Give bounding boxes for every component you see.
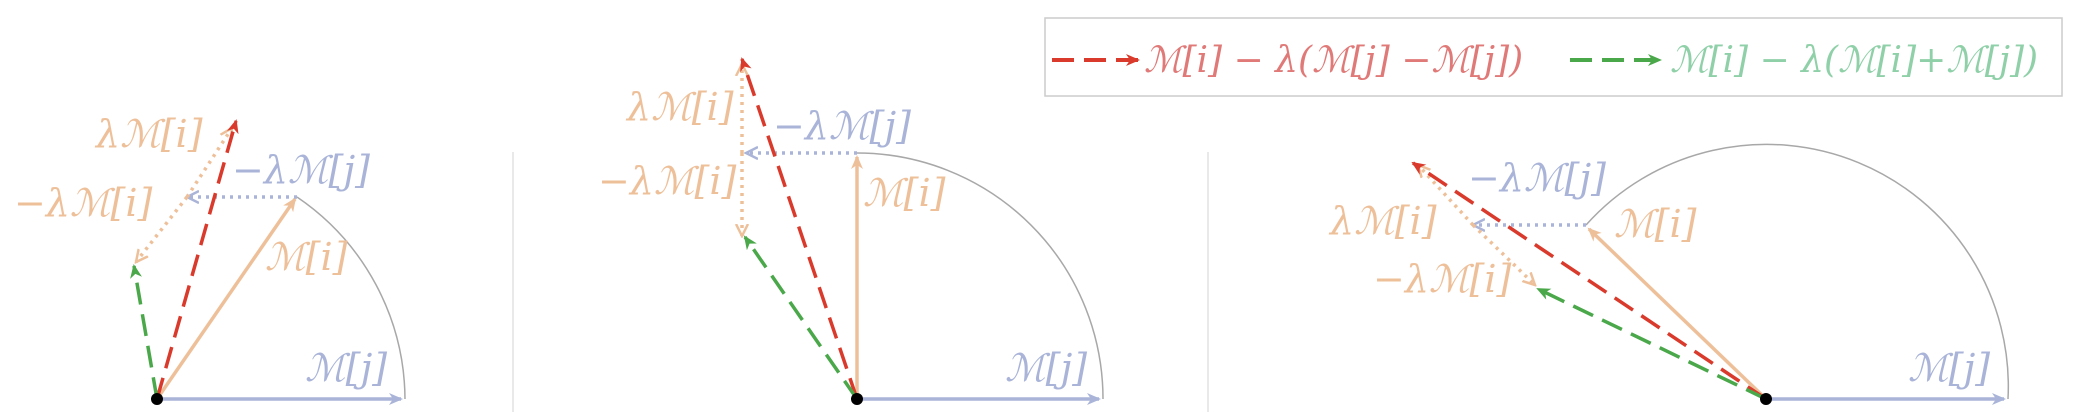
vector-red-result — [1411, 161, 1767, 401]
unit-arc — [856, 152, 1104, 400]
vector-green-result — [1536, 287, 1767, 401]
vector-lam-mi — [185, 128, 232, 198]
label-mi: ℳ[i] — [265, 235, 348, 279]
vector-mi — [1587, 227, 1768, 401]
label-neg-lam-mi: −λℳ[i] — [598, 159, 737, 203]
label-mj: ℳ[j] — [1005, 346, 1087, 390]
origin-point — [151, 393, 163, 405]
label-mi: ℳ[i] — [1614, 202, 1697, 246]
vector-green-result — [743, 235, 859, 400]
vector-lam-mi — [1418, 165, 1475, 227]
origin-point — [851, 393, 863, 405]
panel-2: ℳ[j] ℳ[i] −λℳ[j] λℳ[i] −λℳ[i] — [598, 57, 1104, 405]
label-lam-mi: λℳ[i] — [625, 85, 734, 129]
label-neg-lam-mj: −λℳ[j] — [1468, 156, 1606, 200]
panel-1: ℳ[j] ℳ[i] −λℳ[j] λℳ[i] −λℳ[i] — [14, 112, 406, 405]
vector-red-result — [155, 119, 239, 400]
label-neg-lam-mj: −λℳ[j] — [232, 148, 370, 192]
origin-point — [1760, 393, 1772, 405]
vector-mi — [155, 197, 297, 400]
label-lam-mi: λℳ[i] — [94, 112, 203, 156]
label-mj: ℳ[j] — [1908, 346, 1990, 390]
label-neg-lam-mj: −λℳ[j] — [773, 104, 911, 148]
legend-red-label: ℳ[i] − λ(ℳ[j] −ℳ[j]) — [1144, 40, 1523, 81]
unit-arc — [1585, 143, 2010, 400]
vector-neg-lam-mi — [136, 195, 189, 262]
label-neg-lam-mi: −λℳ[i] — [1373, 257, 1512, 301]
label-neg-lam-mi: −λℳ[i] — [14, 181, 153, 225]
unit-arc — [296, 196, 406, 400]
legend: ℳ[i] − λ(ℳ[j] −ℳ[j]) ℳ[i] − λ(ℳ[i]+ℳ[j]) — [1044, 17, 2063, 97]
label-mi: ℳ[i] — [863, 171, 946, 215]
legend-box — [1044, 17, 2063, 97]
panel-3: ℳ[j] ℳ[i] −λℳ[j] λℳ[i] −λℳ[i] — [1328, 143, 2010, 405]
vector-green-result — [130, 264, 159, 400]
label-lam-mi: λℳ[i] — [1328, 199, 1437, 243]
legend-green-label: ℳ[i] − λ(ℳ[i]+ℳ[j]) — [1670, 40, 2038, 81]
vector-red-result — [740, 57, 859, 400]
label-mj: ℳ[j] — [305, 346, 387, 390]
